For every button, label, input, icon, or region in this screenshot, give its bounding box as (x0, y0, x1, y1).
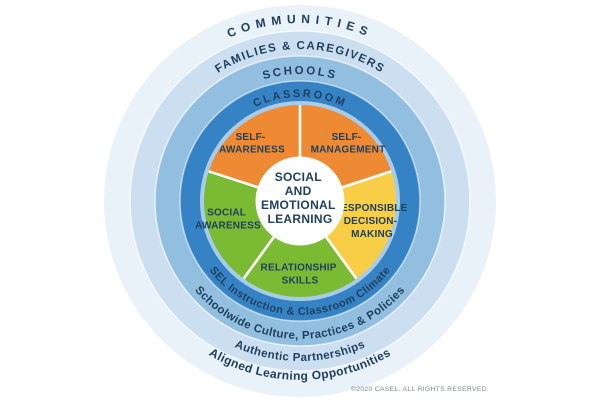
ring-separator (179, 80, 421, 322)
wedge-label-self-management: SELF- MANAGEMENT (311, 132, 386, 156)
wedge-label-line: SKILLS (282, 276, 319, 287)
center-label: SOCIAL AND EMOTIONAL LEARNING (261, 170, 339, 226)
wedge-label-responsible-decision-making: RESPONSIBLE DECISION- MAKING (334, 203, 411, 240)
copyright-text: ©2020 CASEL. ALL RIGHTS RESERVED. (351, 385, 489, 393)
wedge-label-line: SOCIAL (207, 208, 246, 219)
wedge-relationship-skills (243, 201, 357, 298)
center-label-line: LEARNING (267, 212, 332, 226)
wedge-label-line: AWARENESS (219, 145, 285, 156)
center-circle (255, 156, 345, 246)
wedge-label-line: RESPONSIBLE (334, 203, 408, 214)
ring-label-text: SCHOOLS (261, 65, 336, 82)
wedge-label-line: SELF- (236, 132, 266, 143)
ring-separator (129, 30, 471, 372)
center-label-line: AND (285, 184, 312, 198)
wedge-label-social-awareness: SOCIAL AWARENESS (195, 208, 261, 232)
wedge-label-line: RELATIONSHIP (261, 263, 337, 274)
wedge-label-line: MAKING (351, 229, 393, 240)
wedge-label-relationship-skills: RELATIONSHIP SKILLS (261, 263, 340, 287)
wedge-label-line: AWARENESS (195, 221, 261, 232)
ring-label-top-schools: SCHOOLS (261, 65, 338, 82)
center-label-line: SOCIAL (275, 170, 322, 184)
wedge-label-line: DECISION- (344, 216, 397, 227)
wedge-label-line: MANAGEMENT (311, 145, 386, 156)
ring-separator (154, 55, 446, 347)
wedge-label-line: SELF- (332, 132, 362, 143)
wedge-label-self-awareness: SELF- AWARENESS (219, 132, 285, 156)
center-label-line: EMOTIONAL (261, 198, 335, 212)
